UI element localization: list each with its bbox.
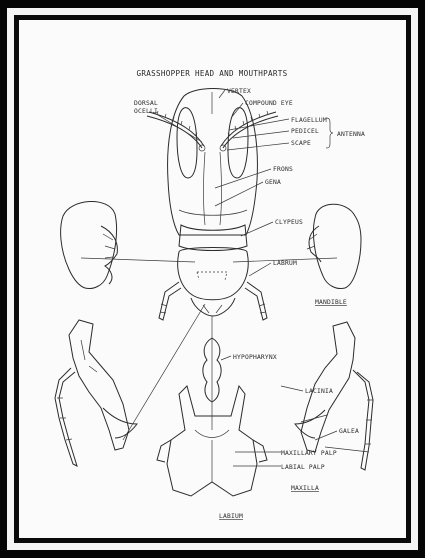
label-maxilla: MAXILLA	[291, 485, 319, 492]
label-pedicel: PEDICEL	[291, 128, 319, 135]
antenna-bracket	[326, 118, 333, 148]
label-maxillary-palp: MAXILLARY PALP	[281, 450, 337, 457]
label-antenna: ANTENNA	[337, 131, 365, 138]
label-labrum: LABRUM	[273, 260, 297, 267]
leader-lines	[153, 90, 369, 466]
label-dorsal: DORSAL	[134, 100, 158, 107]
head-palps	[159, 282, 267, 320]
left-maxilla	[55, 320, 137, 466]
label-flagellum: FLAGELLUM	[291, 117, 327, 124]
label-scape: SCAPE	[291, 140, 311, 147]
label-labium: LABIUM	[219, 513, 243, 520]
left-mandible	[61, 201, 118, 288]
label-clypeus: CLYPEUS	[275, 219, 303, 226]
label-frons: FRONS	[273, 166, 293, 173]
label-hypopharynx: HYPOPHARYNX	[233, 354, 277, 361]
connector-lines	[81, 258, 337, 440]
hypopharynx	[203, 338, 221, 402]
label-lacinia: LACINIA	[305, 388, 333, 395]
label-gena: GENA	[265, 179, 281, 186]
antennae	[147, 111, 278, 148]
label-vertex: VERTEX	[227, 88, 251, 95]
label-compound-eye: COMPOUND EYE	[245, 100, 293, 107]
diagram-title: GRASSHOPPER HEAD AND MOUTHPARTS	[136, 69, 287, 78]
right-mandible	[307, 204, 361, 288]
label-labial-palp: LABIAL PALP	[281, 464, 325, 471]
label-ocelli: OCELLI	[134, 108, 158, 115]
label-galea: GALEA	[339, 428, 359, 435]
diagram-paper: GRASSHOPPER HEAD AND MOUTHPARTS	[19, 20, 406, 538]
label-mandible: MANDIBLE	[315, 299, 347, 306]
head-outline	[168, 89, 258, 317]
grasshopper-diagram: GRASSHOPPER HEAD AND MOUTHPARTS	[19, 20, 406, 538]
